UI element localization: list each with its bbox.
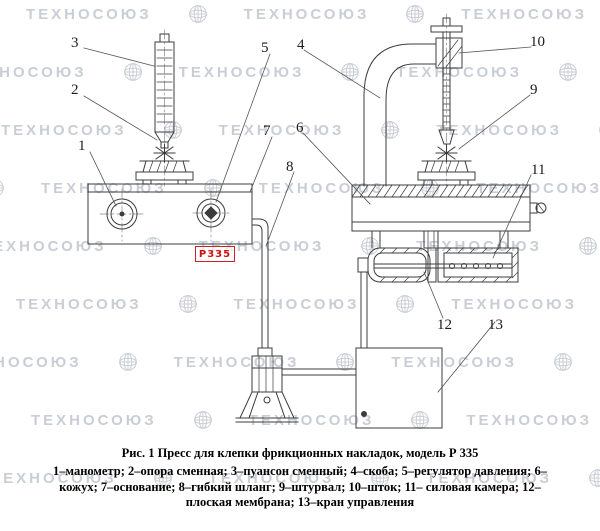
globe-icon (188, 4, 208, 24)
globe-icon (153, 468, 173, 488)
globe-icon (553, 352, 573, 372)
watermark-text: ТЕХНОСОЮЗ (208, 469, 335, 487)
globe-icon (123, 62, 143, 82)
callout-9: 9 (530, 82, 538, 98)
watermark-text: ТЕХНОСОЮЗ (451, 295, 578, 313)
watermark-text: ТЕХНОСОЮЗ (233, 295, 360, 313)
figure-title: Рис. 1 Пресс для клепки фрикционных накл… (121, 446, 479, 460)
flexible-hose (251, 218, 269, 349)
work-support (417, 160, 476, 186)
watermark-text: ТЕХНОСОЮЗ (396, 63, 523, 81)
press-technical-drawing (83, 13, 547, 429)
control-valve-box (355, 347, 443, 429)
watermark-text: ТЕХНОСОЮЗ (436, 121, 563, 139)
chamber-box-pipe (360, 271, 368, 349)
hand-pump (235, 347, 299, 423)
table-housing (351, 184, 547, 232)
globe-icon (578, 236, 598, 256)
press-body (87, 183, 253, 245)
watermark-text: ТЕХНОСОЮЗ (466, 411, 593, 429)
centerlines (99, 13, 447, 242)
watermark-text: ТЕХНОСОЮЗ (218, 121, 345, 139)
watermark-text: ТЕХНОСОЮЗ (0, 469, 117, 487)
globe-icon (395, 294, 415, 314)
callout-7: 7 (263, 123, 271, 139)
globe-icon (558, 62, 578, 82)
watermark-text: ТЕХНОСОЮЗ (0, 237, 107, 255)
globe-icon (340, 62, 360, 82)
screw-rod (430, 17, 463, 131)
callout-5: 5 (261, 40, 269, 56)
watermark-text: ТЕХНОСОЮЗ (0, 353, 82, 371)
chamber-supports (371, 230, 509, 249)
watermark-text: ТЕХНОСОЮЗ (178, 63, 305, 81)
punch-tip (435, 129, 458, 163)
callout-1: 1 (78, 138, 86, 154)
callout-11: 11 (531, 162, 546, 178)
side-knob (529, 202, 547, 214)
watermark-text: ТЕХНОСОЮЗ (391, 353, 518, 371)
watermark-text: ТЕХНОСОЮЗ (461, 5, 588, 23)
globe-icon (178, 294, 198, 314)
globe-icon (405, 4, 425, 24)
globe-icon (163, 120, 183, 140)
flat-membrane (373, 263, 513, 269)
callout-10: 10 (530, 34, 545, 50)
callout-3: 3 (71, 35, 79, 51)
callout-2: 2 (71, 82, 79, 98)
globe-icon (370, 468, 390, 488)
watermark-text: ТЕХНОСОЮЗ (426, 469, 553, 487)
pressure-gauge (106, 198, 138, 230)
watermark-text: ТЕХНОСОЮЗ (16, 295, 142, 313)
model-plate: Р335 (195, 246, 235, 262)
watermark-text: ТЕХНОСОЮЗ (31, 411, 157, 429)
globe-icon (0, 178, 5, 198)
globe-icon (380, 120, 400, 140)
callout-12: 12 (437, 317, 452, 333)
right-press-view (351, 17, 547, 429)
globe-icon (193, 410, 213, 430)
globe-icon (143, 236, 163, 256)
watermark-text: ТЕХНОСОЮЗ (248, 411, 375, 429)
punch-cylinder (154, 33, 175, 149)
leader-lines (83, 46, 532, 393)
figure-legend: 1–манометр; 2–опора сменная; 3–пуансон с… (53, 464, 547, 509)
callout-8: 8 (286, 159, 294, 175)
left-press-view (87, 33, 357, 423)
pressure-regulator (196, 198, 226, 228)
watermark-text: ТЕХНОСОЮЗ (0, 63, 87, 81)
callout-4: 4 (297, 37, 305, 53)
figure-caption: Рис. 1 Пресс для клепки фрикционных накл… (0, 446, 600, 511)
callout-6: 6 (296, 120, 304, 136)
power-chamber (357, 247, 519, 283)
callout-13: 13 (488, 317, 503, 333)
globe-icon (118, 352, 138, 372)
pump-box-hose (281, 368, 357, 376)
c-frame (363, 37, 463, 187)
globe-icon (360, 236, 380, 256)
globe-icon (588, 468, 600, 488)
watermark-text: ТЕХНОСОЮЗ (1, 121, 127, 139)
globe-icon (335, 352, 355, 372)
watermark-text: ТЕХНОСОЮЗ (243, 5, 370, 23)
watermark-text: ТЕХНОСОЮЗ (26, 5, 152, 23)
